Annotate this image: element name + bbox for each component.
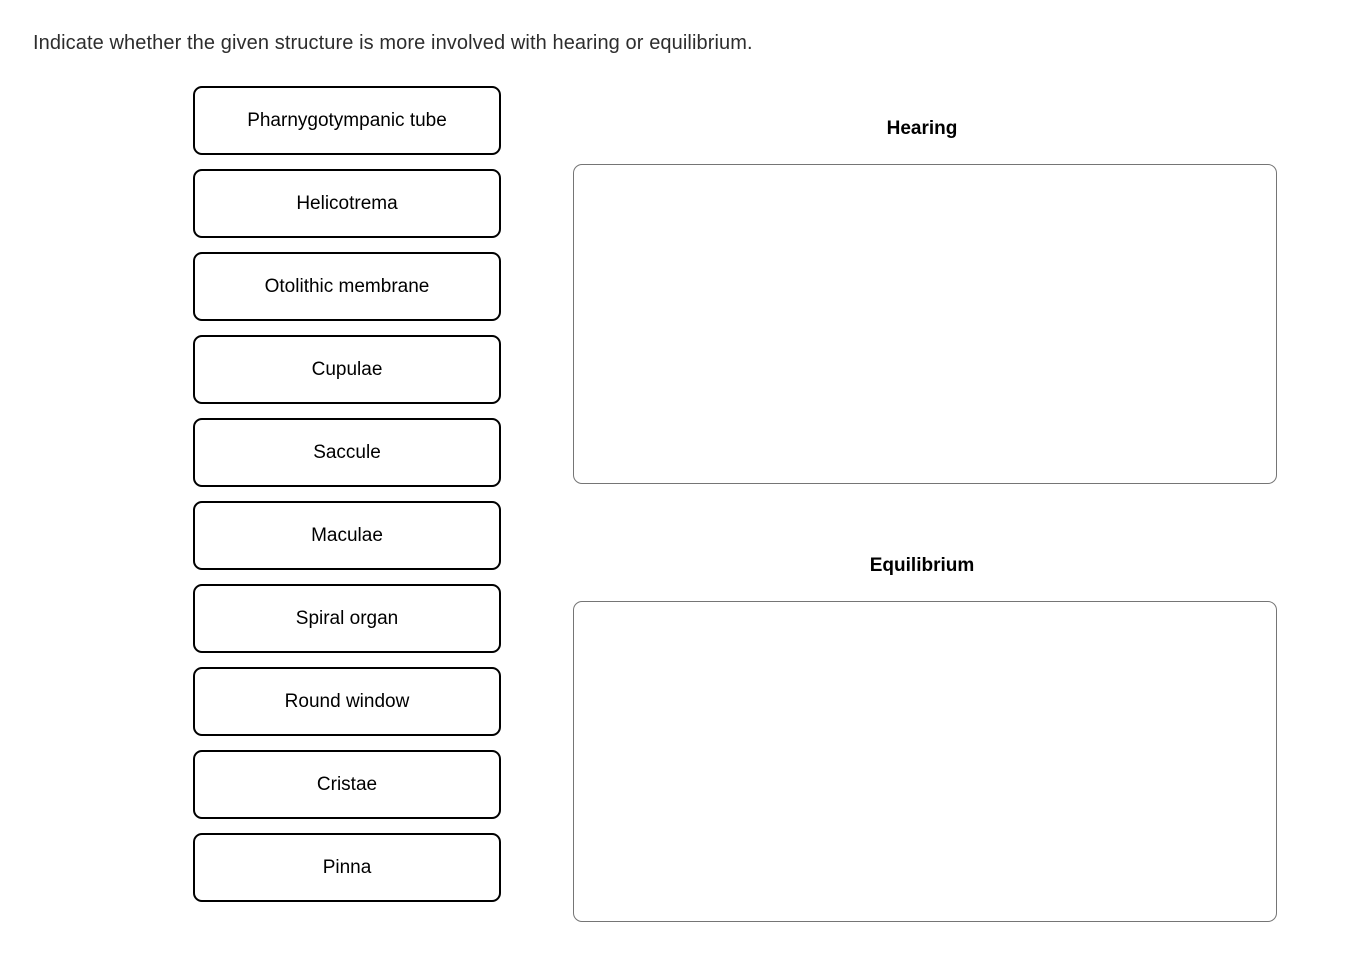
token-label: Cupulae [311, 358, 383, 380]
draggable-token-round-window[interactable]: Round window [193, 667, 501, 736]
draggable-token-pharnygotympanic-tube[interactable]: Pharnygotympanic tube [193, 86, 501, 155]
hearing-dropzone-contents [574, 165, 1276, 483]
draggable-token-cupulae[interactable]: Cupulae [193, 335, 501, 404]
token-label: Pinna [322, 856, 372, 878]
draggable-token-list: Pharnygotympanic tube Helicotrema Otolit… [193, 86, 501, 902]
draggable-token-cristae[interactable]: Cristae [193, 750, 501, 819]
draggable-token-pinna[interactable]: Pinna [193, 833, 501, 902]
question-prompt: Indicate whether the given structure is … [33, 32, 753, 54]
equilibrium-dropzone[interactable] [573, 601, 1277, 922]
token-label: Saccule [313, 441, 381, 463]
draggable-token-maculae[interactable]: Maculae [193, 501, 501, 570]
equilibrium-dropzone-contents [574, 602, 1276, 921]
draggable-token-saccule[interactable]: Saccule [193, 418, 501, 487]
draggable-token-helicotrema[interactable]: Helicotrema [193, 169, 501, 238]
token-label: Round window [284, 690, 410, 712]
token-label: Otolithic membrane [264, 275, 430, 297]
token-label: Helicotrema [296, 192, 398, 214]
hearing-zone-heading: Hearing [886, 118, 958, 139]
hearing-dropzone[interactable] [573, 164, 1277, 484]
token-label: Cristae [316, 773, 378, 795]
token-label: Maculae [311, 524, 383, 546]
equilibrium-zone-heading: Equilibrium [869, 555, 975, 576]
token-label: Spiral organ [295, 607, 399, 629]
token-label: Pharnygotympanic tube [247, 109, 447, 131]
draggable-token-spiral-organ[interactable]: Spiral organ [193, 584, 501, 653]
draggable-token-otolithic-membrane[interactable]: Otolithic membrane [193, 252, 501, 321]
